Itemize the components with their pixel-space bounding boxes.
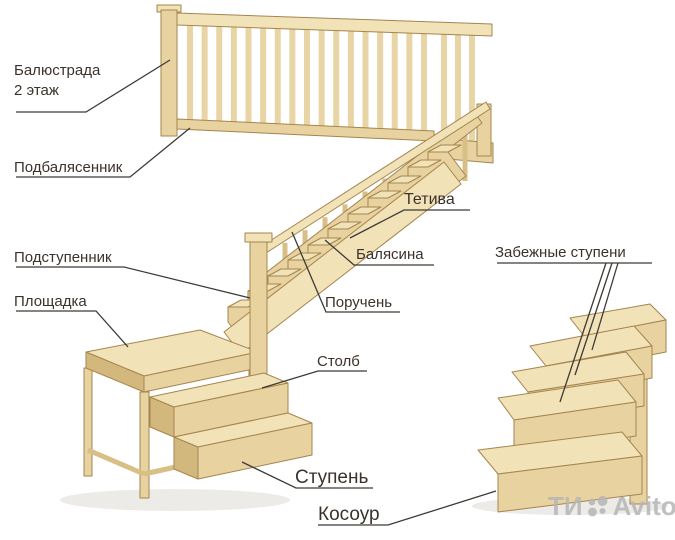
label-kosour: Косоур [318, 504, 380, 525]
tread [387, 175, 422, 184]
label-balustrade: Балюстрада 2 этаж [14, 61, 100, 102]
label-poruchen: Поручень [325, 294, 393, 311]
tread [347, 206, 382, 215]
label-balustrade-line1: Балюстрада [14, 62, 101, 79]
frame-leg [83, 367, 93, 477]
winder-riser [513, 401, 637, 455]
leader-poruchen [291, 231, 400, 313]
lower-steps [149, 372, 313, 480]
leader-zabezhnye-2 [574, 262, 613, 376]
shadow-main [60, 489, 290, 511]
label-ploshchadka: Площадка [14, 293, 87, 310]
balusters-row [187, 26, 427, 131]
ploshchadka-side [85, 351, 145, 393]
stair-flight [223, 144, 467, 355]
tread [427, 144, 462, 153]
tread [267, 268, 302, 277]
leader-ploshchadka [16, 310, 129, 348]
leader-tetiva [349, 209, 470, 239]
tread [327, 221, 362, 230]
balustrade-2nd-floor [156, 4, 494, 164]
frame-leg [139, 391, 150, 499]
label-balyasina: Балясина [356, 246, 424, 263]
watermark-partial-text: ТИ [548, 491, 583, 521]
avito-watermark: ТИ Avito [548, 491, 675, 522]
newel-cap [244, 232, 273, 243]
watermark-brand: Avito [612, 491, 675, 521]
label-podbalyasennik: Подбалясенник [14, 159, 123, 176]
leader-zabezhnye-1 [559, 262, 607, 403]
avito-logo-icon [586, 495, 610, 519]
leader-kosour [318, 490, 497, 526]
label-zabezhnye: Забежные ступени [495, 244, 626, 261]
tread [367, 190, 402, 199]
winder-staircase [477, 303, 667, 513]
leader-podbalyasennik [16, 127, 191, 178]
frame-stretcher [87, 447, 145, 477]
leader-stolb [261, 370, 367, 389]
label-stupen: Ступень [295, 467, 369, 488]
leader-balyasina [324, 239, 434, 266]
leader-lines [16, 59, 652, 526]
tread [407, 159, 442, 168]
label-stolb: Столб [317, 353, 360, 370]
balustrade-top-rail [176, 12, 493, 37]
label-balustrade-line2: 2 этаж [14, 82, 59, 100]
leader-podstupennik [16, 266, 251, 299]
leader-zabezhnye-3 [591, 262, 619, 351]
balustrade-left-post [160, 9, 178, 137]
tread [307, 237, 342, 246]
label-tetiva: Тетива [404, 191, 455, 208]
riser [197, 422, 313, 480]
leader-balustrade [16, 59, 171, 113]
label-podstupennik: Подступенник [14, 249, 112, 266]
leader-stupen [241, 461, 373, 489]
